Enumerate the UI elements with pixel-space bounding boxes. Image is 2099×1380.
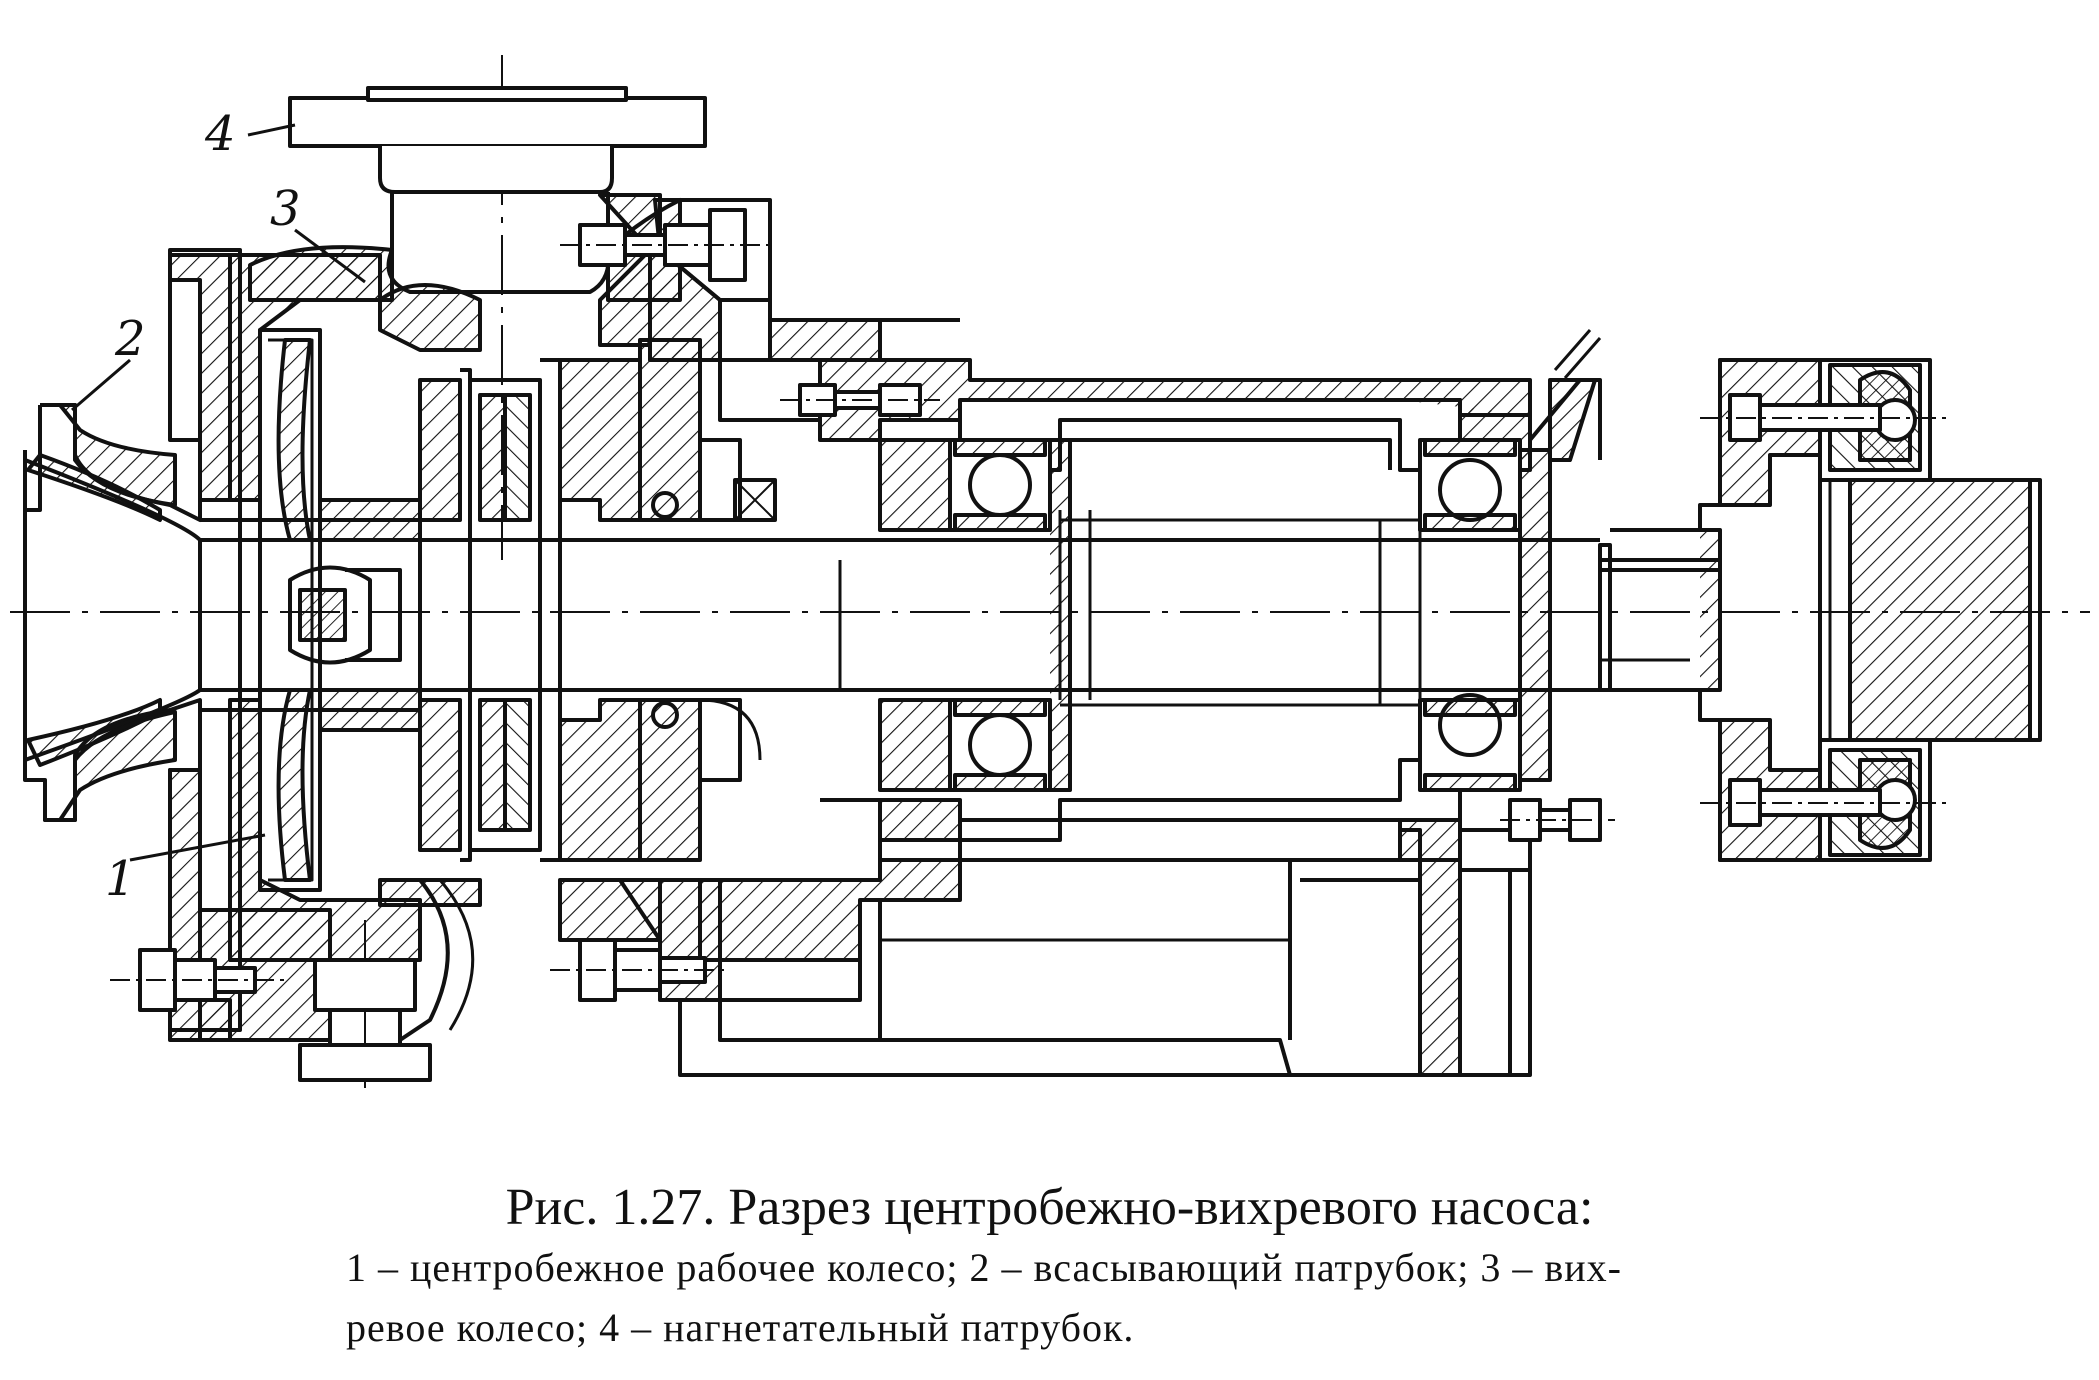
- drain-plug: [298, 958, 432, 1082]
- label-3: 3: [270, 181, 301, 237]
- label-2: 2: [114, 311, 146, 367]
- figure-caption-title: Рис. 1.27. Разрез центробежно-вихревого …: [505, 1179, 1594, 1236]
- label-4: 4: [204, 106, 236, 162]
- suction-nozzle: [23, 248, 242, 1032]
- leader-line-4: [247, 123, 296, 137]
- vortex-wheel: [418, 358, 642, 862]
- bolt: [1700, 778, 1950, 827]
- left-bearing: [878, 438, 1072, 792]
- centrifugal-impeller: [200, 328, 422, 892]
- shaft: [200, 510, 1722, 707]
- bolt: [1700, 393, 1950, 442]
- bolt: [550, 938, 730, 1002]
- bolt: [560, 208, 770, 282]
- figure-caption-line-1: 1 – центробежное рабочее колесо; 2 – вса…: [346, 1245, 1622, 1290]
- figure-caption-line-2: ревое колесо; 4 – нагнетательный патрубо…: [346, 1305, 1135, 1350]
- shaft-seal: [638, 338, 777, 862]
- bolt: [780, 383, 940, 417]
- leader-line-3: [294, 228, 366, 284]
- label-1: 1: [105, 851, 136, 907]
- leader-line-1: [129, 833, 266, 862]
- bolt: [1500, 798, 1615, 842]
- leader-line-2: [71, 358, 131, 412]
- coupling: [1610, 358, 2042, 862]
- right-bearing: [1418, 329, 1602, 792]
- bolt: [110, 948, 290, 1012]
